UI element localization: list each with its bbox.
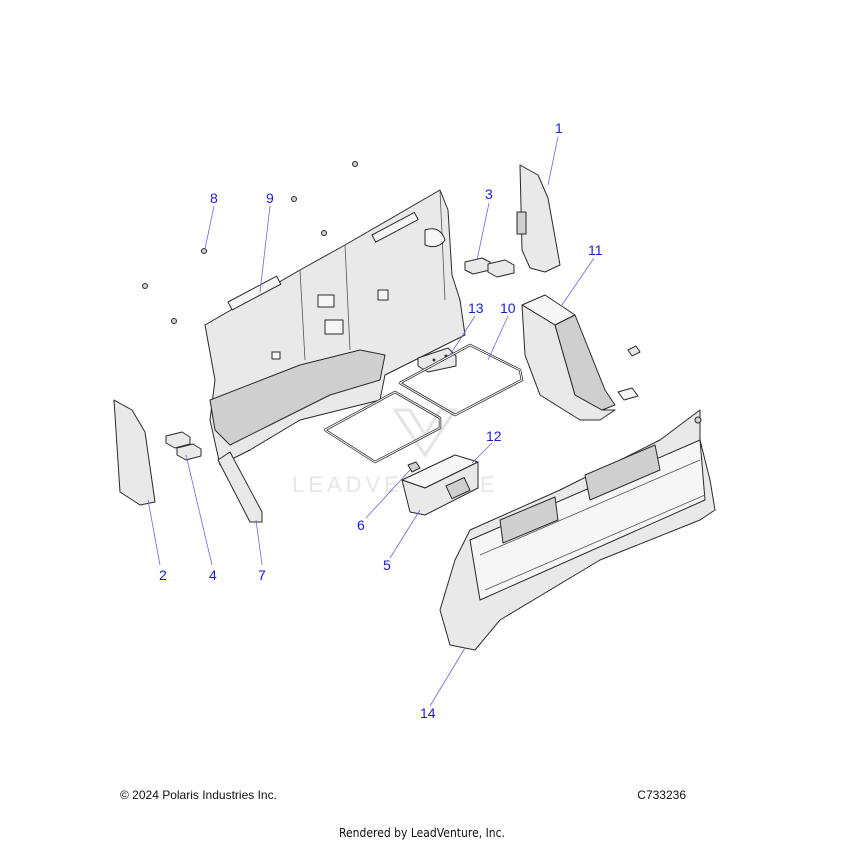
small-clips — [617, 345, 641, 401]
callout-3: 3 — [485, 186, 493, 202]
callout-2: 2 — [159, 567, 167, 583]
part-7-strip — [217, 451, 263, 523]
part-12-tray — [401, 454, 479, 516]
part-13-bracket — [417, 347, 457, 373]
part-8-fasteners — [142, 161, 358, 324]
part-11-storage-box — [521, 294, 616, 421]
part-10-seal-frames — [323, 343, 524, 464]
callout-5: 5 — [383, 557, 391, 573]
callout-7: 7 — [258, 567, 266, 583]
part-2-left-side-panel — [113, 399, 156, 506]
callout-labels: 1 2 3 4 5 6 7 8 9 10 11 12 13 14 — [159, 120, 603, 721]
callout-9: 9 — [266, 190, 274, 206]
part-9-rear-panel — [204, 189, 466, 466]
part-4-pads — [165, 431, 202, 461]
callout-10: 10 — [500, 300, 516, 316]
leader-lines — [147, 136, 595, 707]
callout-11: 11 — [588, 242, 603, 258]
copyright-text: © 2024 Polaris Industries Inc. — [120, 788, 277, 802]
drawing-number: C733236 — [637, 788, 686, 802]
callout-8: 8 — [210, 190, 218, 206]
part-1-right-side-panel — [516, 164, 561, 273]
callout-1: 1 — [555, 120, 563, 136]
callout-6: 6 — [357, 517, 365, 533]
rendered-by-text: Rendered by LeadVenture, Inc. — [338, 826, 505, 840]
callout-14: 14 — [420, 705, 436, 721]
callout-4: 4 — [209, 567, 217, 583]
callout-12: 12 — [486, 428, 502, 444]
part-6-clip — [407, 461, 421, 473]
part-14-front-panel — [439, 409, 716, 651]
callout-13: 13 — [468, 300, 484, 316]
part-3-pads — [464, 257, 515, 278]
